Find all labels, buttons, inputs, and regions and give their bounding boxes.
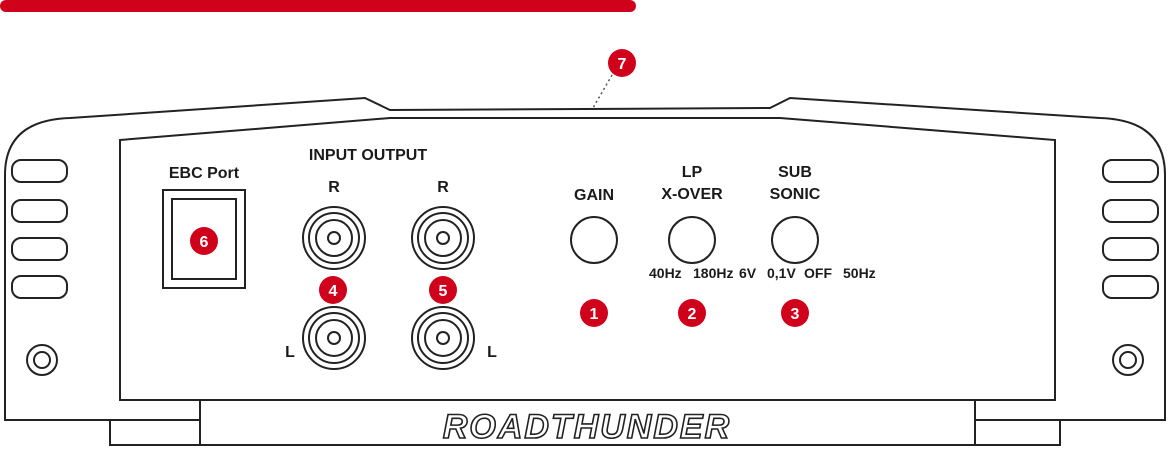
output-l-rca-jack[interactable] [411,306,475,370]
svg-text:4: 4 [329,283,338,300]
input-output-label: INPUT OUTPUT [309,147,427,164]
right-heatsink-fins [1102,159,1159,299]
lp-xover-knob[interactable] [668,216,716,264]
left-mounting-hole [26,344,58,376]
input-l-label: L [285,344,295,361]
output-r-rca-jack[interactable] [411,206,475,270]
callout-badge-6: 6 [190,227,218,255]
output-r-label: R [437,179,449,196]
svg-text:1: 1 [590,306,599,323]
callout-badge-5: 5 [429,276,457,304]
callout-badge-4: 4 [319,276,347,304]
callout-badge-1: 1 [580,299,608,327]
callout-7-leader [592,74,613,109]
xover-label: X-OVER [661,186,723,203]
lp-range-high: 180Hz [693,265,733,281]
lp-label: LP [682,164,703,181]
left-heatsink-fins [11,159,68,299]
callout-badge-2: 2 [678,299,706,327]
svg-text:5: 5 [439,283,448,300]
sub-label: SUB [778,164,812,181]
sub-range-high: 50Hz [843,265,876,281]
input-l-rca-jack[interactable] [302,306,366,370]
callout-badge-7: 7 [608,49,636,77]
right-mounting-hole [1112,344,1144,376]
svg-text:7: 7 [618,56,627,73]
svg-text:2: 2 [688,306,697,323]
brand-logo: ROADTHUNDER [443,408,731,446]
sub-range-mid: OFF [804,265,832,281]
ebc-port-label: EBC Port [169,165,240,182]
subsonic-knob[interactable] [771,216,819,264]
sonic-label: SONIC [770,186,821,203]
callout-badge-3: 3 [781,299,809,327]
lp-range-low: 40Hz [649,265,682,281]
svg-text:6: 6 [200,234,209,251]
gain-label: GAIN [574,187,614,204]
header-accent-bar [0,0,636,12]
input-r-rca-jack[interactable] [302,206,366,270]
svg-text:3: 3 [791,306,800,323]
gain-value-suffix: 6V [739,265,757,281]
input-r-label: R [328,179,340,196]
brand-strip [199,399,976,446]
gain-knob[interactable] [570,216,618,264]
output-l-label: L [487,344,497,361]
sub-range-low: 0,1V [767,265,796,281]
